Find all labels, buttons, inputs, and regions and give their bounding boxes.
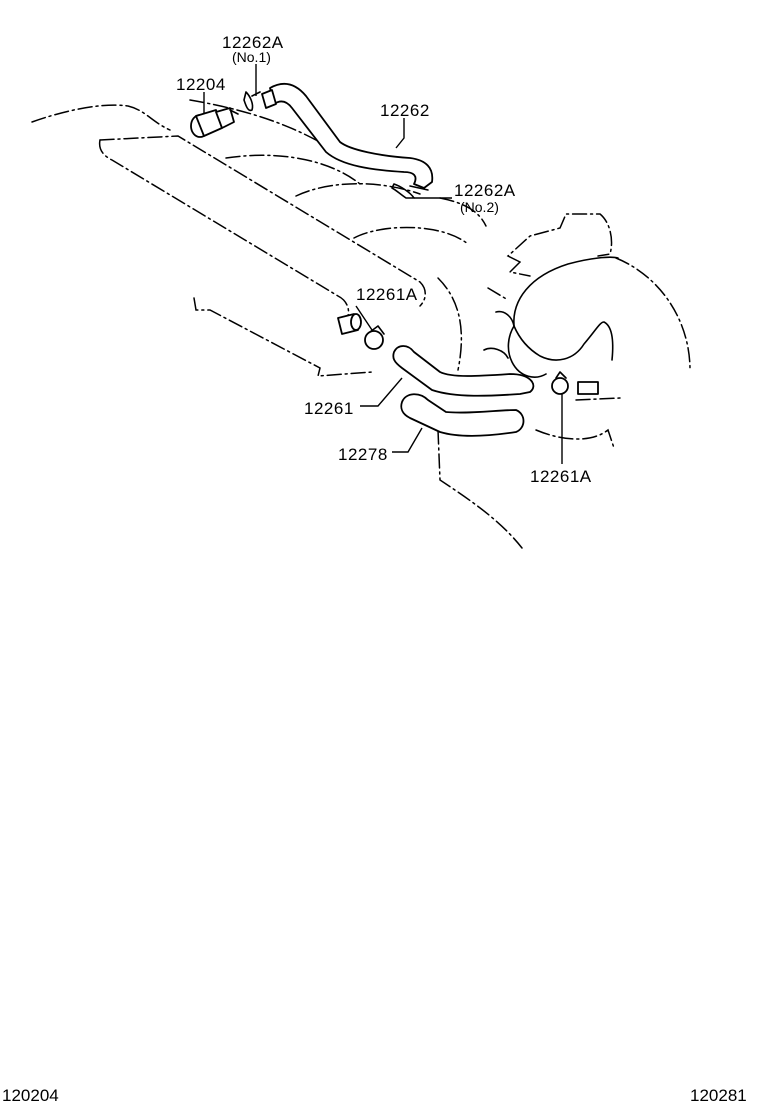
footer-right-code: 120281: [690, 1086, 747, 1105]
clamp-no1: [243, 91, 261, 112]
label-12262A-no1-sub: (No.1): [232, 49, 271, 65]
label-12261A-lower: 12261A: [530, 467, 592, 486]
label-12261A-upper: 12261A: [356, 285, 418, 304]
label-12262A-no2: 12262A: [454, 181, 516, 200]
hose-12261: [392, 345, 535, 397]
label-12204: 12204: [176, 75, 226, 94]
pcv-valve: [190, 107, 239, 138]
footer-left-code: 120204: [2, 1086, 59, 1105]
part-labels: 12262A (No.1) 12204 12262 12262A (No.2) …: [176, 33, 592, 486]
clamp-no2: [391, 183, 415, 199]
leader-lines: [203, 64, 563, 464]
label-12262A-no2-sub: (No.2): [460, 199, 499, 215]
label-12262: 12262: [380, 101, 430, 120]
label-12262A-no1: 12262A: [222, 33, 284, 52]
hose-12278: [400, 393, 525, 437]
engine-outline: [31, 99, 691, 549]
pipe-stub: [337, 313, 362, 335]
intake-duct: [483, 256, 619, 378]
footer-codes: 120204 120281: [2, 1086, 747, 1105]
label-12261: 12261: [304, 399, 354, 418]
hose-12262: [261, 82, 434, 191]
clamp-12261A-lower: [551, 371, 599, 395]
clamp-12261A-upper: [364, 325, 385, 350]
label-12278: 12278: [338, 445, 388, 464]
